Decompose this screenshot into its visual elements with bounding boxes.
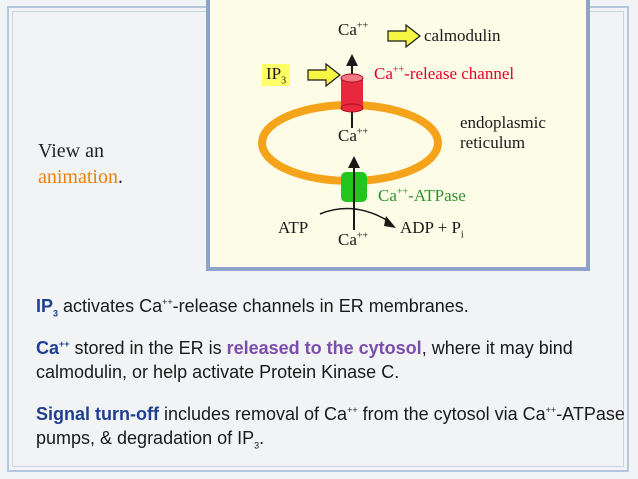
ca-bottom-label: Ca++: [338, 230, 369, 249]
ip3-label: IP3: [262, 64, 291, 87]
ca-top-label: Ca++: [338, 20, 369, 39]
adp-arrowhead: [384, 216, 396, 228]
calmodulin-arrow: [387, 23, 421, 49]
paragraph-signal-turnoff: Signal turn-off includes removal of Ca++…: [36, 404, 625, 451]
view-animation-prompt: View an animation.: [38, 140, 123, 188]
adp-label: ADP + Pi: [400, 218, 464, 241]
release-channel-icon: [340, 73, 364, 113]
view-prompt-text: View an: [38, 140, 104, 162]
atp-adp-curve: [319, 207, 391, 223]
release-arrowhead: [346, 54, 358, 66]
atpase-label: Ca++-ATPase: [378, 186, 466, 205]
diagram-graphics: [258, 23, 442, 230]
paragraph-ca-release: Ca++ stored in the ER is released to the…: [36, 338, 573, 382]
ip3-arrow: [307, 62, 341, 88]
release-channel-label: Ca++-release channel: [374, 64, 515, 83]
atp-label: ATP: [278, 218, 309, 237]
atpase-arrowhead: [348, 156, 360, 168]
animation-link[interactable]: animation: [38, 166, 118, 188]
calmodulin-label: calmodulin: [424, 26, 501, 45]
paragraph-ip3: IP3 activates Ca++-release channels in E…: [36, 296, 469, 319]
calcium-signaling-diagram: Ca++ calmodulin IP3 Ca++-release channel…: [206, 0, 590, 271]
ca-mid-label: Ca++: [338, 126, 369, 145]
